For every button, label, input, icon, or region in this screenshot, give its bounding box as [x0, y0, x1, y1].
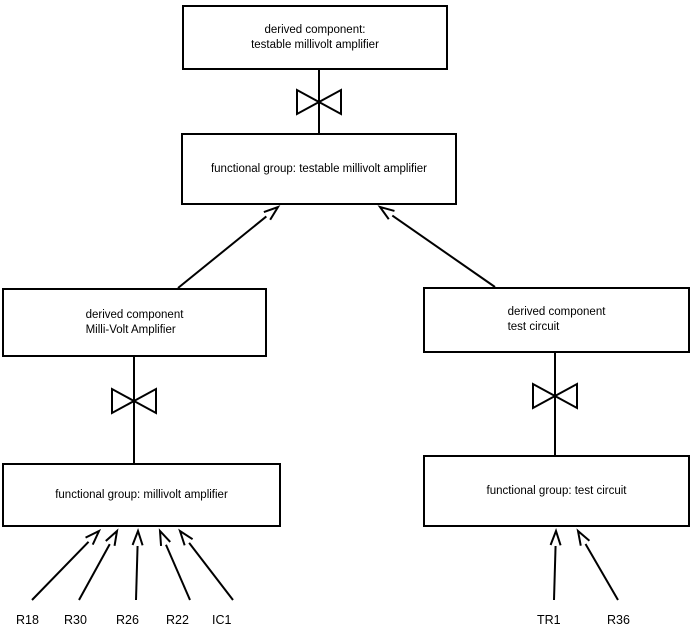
leaf-label-r26: R26 [116, 613, 139, 627]
bowtie-connector-left-amplifier-left-triangle [111, 387, 137, 415]
functional-group-test-circuit-label: functional group: test circuit [486, 484, 627, 497]
leaf-label-r18: R18 [16, 613, 39, 627]
arrow-test-circuit-to-testable-group-head [377, 205, 395, 220]
leaf-label-ic1: IC1 [212, 613, 232, 627]
bowtie-connector-top-right-triangle [316, 88, 342, 116]
arrow-r26-to-millivolt-amplifier-shaft [135, 545, 139, 601]
derived-component-milli-volt-amplifier[interactable]: derived component Milli-Volt Amplifier [2, 288, 267, 357]
arrow-tr1-to-test-circuit-head [549, 528, 562, 546]
functional-group-millivolt-amplifier-label: functional group: millivolt amplifier [55, 488, 228, 501]
arrow-milli-volt-amplifier-to-testable-group-head [263, 205, 281, 221]
arrow-r18-to-millivolt-amplifier-head [85, 528, 102, 546]
arrow-r36-to-test-circuit-head [576, 528, 591, 546]
bowtie-connector-top-left-triangle [296, 88, 322, 116]
connector-lines-group [133, 70, 556, 463]
arrow-r22-to-millivolt-amplifier-shaft [165, 544, 191, 601]
derived-component-test-circuit-label: derived component test circuit [507, 306, 606, 333]
arrow-r18-to-millivolt-amplifier-shaft [31, 541, 90, 601]
arrows-group [31, 205, 619, 601]
arrow-r30-to-millivolt-amplifier-head [105, 528, 119, 546]
derived-component-test-circuit[interactable]: derived component test circuit [423, 287, 690, 353]
bowtie-connector-right-test-circuit-left-triangle [532, 382, 558, 410]
arrow-ic1-to-millivolt-amplifier-shaft [188, 542, 234, 601]
leaf-label-r22: R22 [166, 613, 189, 627]
derived-component-testable-millivolt-amplifier-label: derived component: testable millivolt am… [251, 23, 379, 51]
leaf-label-tr1: TR1 [537, 613, 561, 627]
arrow-r30-to-millivolt-amplifier-shaft [78, 543, 111, 601]
leaf-label-r36: R36 [607, 613, 630, 627]
arrow-ic1-to-millivolt-amplifier-head [178, 528, 194, 546]
derived-component-milli-volt-amplifier-label: derived component Milli-Volt Amplifier [85, 308, 184, 336]
bowtie-connector-left-amplifier-right-triangle [131, 387, 157, 415]
functional-group-millivolt-amplifier[interactable]: functional group: millivolt amplifier [2, 463, 281, 527]
functional-group-testable-millivolt-amplifier-label: functional group: testable millivolt amp… [210, 162, 428, 175]
arrow-r22-to-millivolt-amplifier-head [158, 528, 171, 547]
arrow-test-circuit-to-testable-group-shaft [391, 214, 496, 288]
functional-group-testable-millivolt-amplifier[interactable]: functional group: testable millivolt amp… [181, 133, 457, 205]
arrow-tr1-to-test-circuit-shaft [553, 545, 557, 601]
arrow-r26-to-millivolt-amplifier-head [131, 528, 144, 546]
functional-group-test-circuit[interactable]: functional group: test circuit [423, 455, 690, 527]
arrow-milli-volt-amplifier-to-testable-group-shaft [177, 215, 267, 289]
bowtie-connectors-group [111, 88, 578, 415]
derived-component-testable-millivolt-amplifier[interactable]: derived component: testable millivolt am… [182, 5, 448, 70]
arrow-r36-to-test-circuit-shaft [584, 543, 619, 601]
leaf-label-r30: R30 [64, 613, 87, 627]
bowtie-connector-right-test-circuit-right-triangle [552, 382, 578, 410]
